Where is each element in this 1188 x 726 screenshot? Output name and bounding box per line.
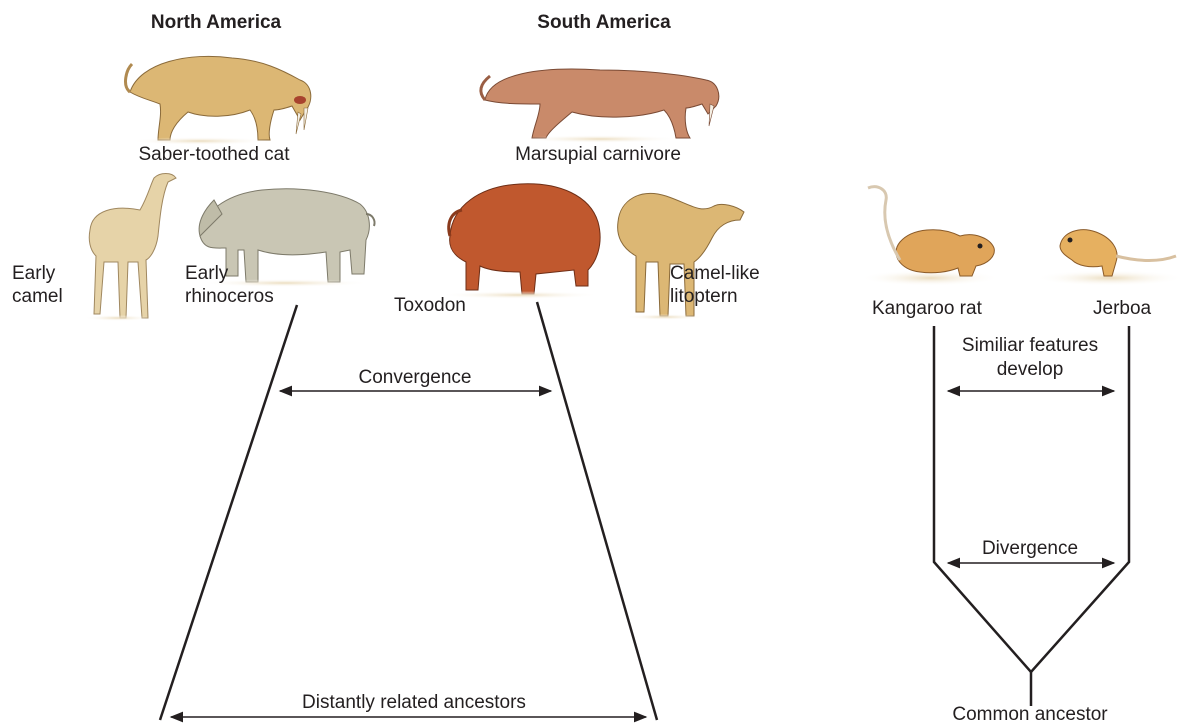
kangaroo-rat-label: Kangaroo rat (872, 298, 982, 320)
early-rhinoceros-label: Early rhinoceros (185, 262, 274, 308)
south-america-lineage-line (537, 302, 657, 720)
jerboa-illustration (1035, 230, 1185, 286)
similar-features-label: Similiar features develop (962, 334, 1098, 382)
toxodon-illustration (440, 184, 600, 299)
marsupial-carnivore-illustration (481, 69, 719, 143)
early-camel-label: Early camel (12, 262, 63, 308)
north-america-lineage-line (160, 305, 297, 720)
south-america-heading: South America (537, 12, 670, 34)
distant-ancestors-label: Distantly related ancestors (302, 692, 526, 714)
saber-toothed-cat-illustration (126, 56, 311, 145)
toxodon-label: Toxodon (394, 295, 466, 317)
early-camel-illustration (84, 174, 176, 322)
divergence-label: Divergence (982, 538, 1078, 560)
common-ancestor-label: Common ancestor (952, 704, 1107, 726)
saber-toothed-cat-label: Saber-toothed cat (138, 144, 289, 166)
north-america-heading: North America (151, 12, 281, 34)
jerboa-label: Jerboa (1093, 298, 1151, 320)
kangaroo-rat-illustration (860, 187, 1000, 286)
convergence-label: Convergence (358, 367, 471, 389)
marsupial-carnivore-label: Marsupial carnivore (515, 144, 681, 166)
camel-like-litoptern-label: Camel-like litoptern (670, 262, 760, 308)
